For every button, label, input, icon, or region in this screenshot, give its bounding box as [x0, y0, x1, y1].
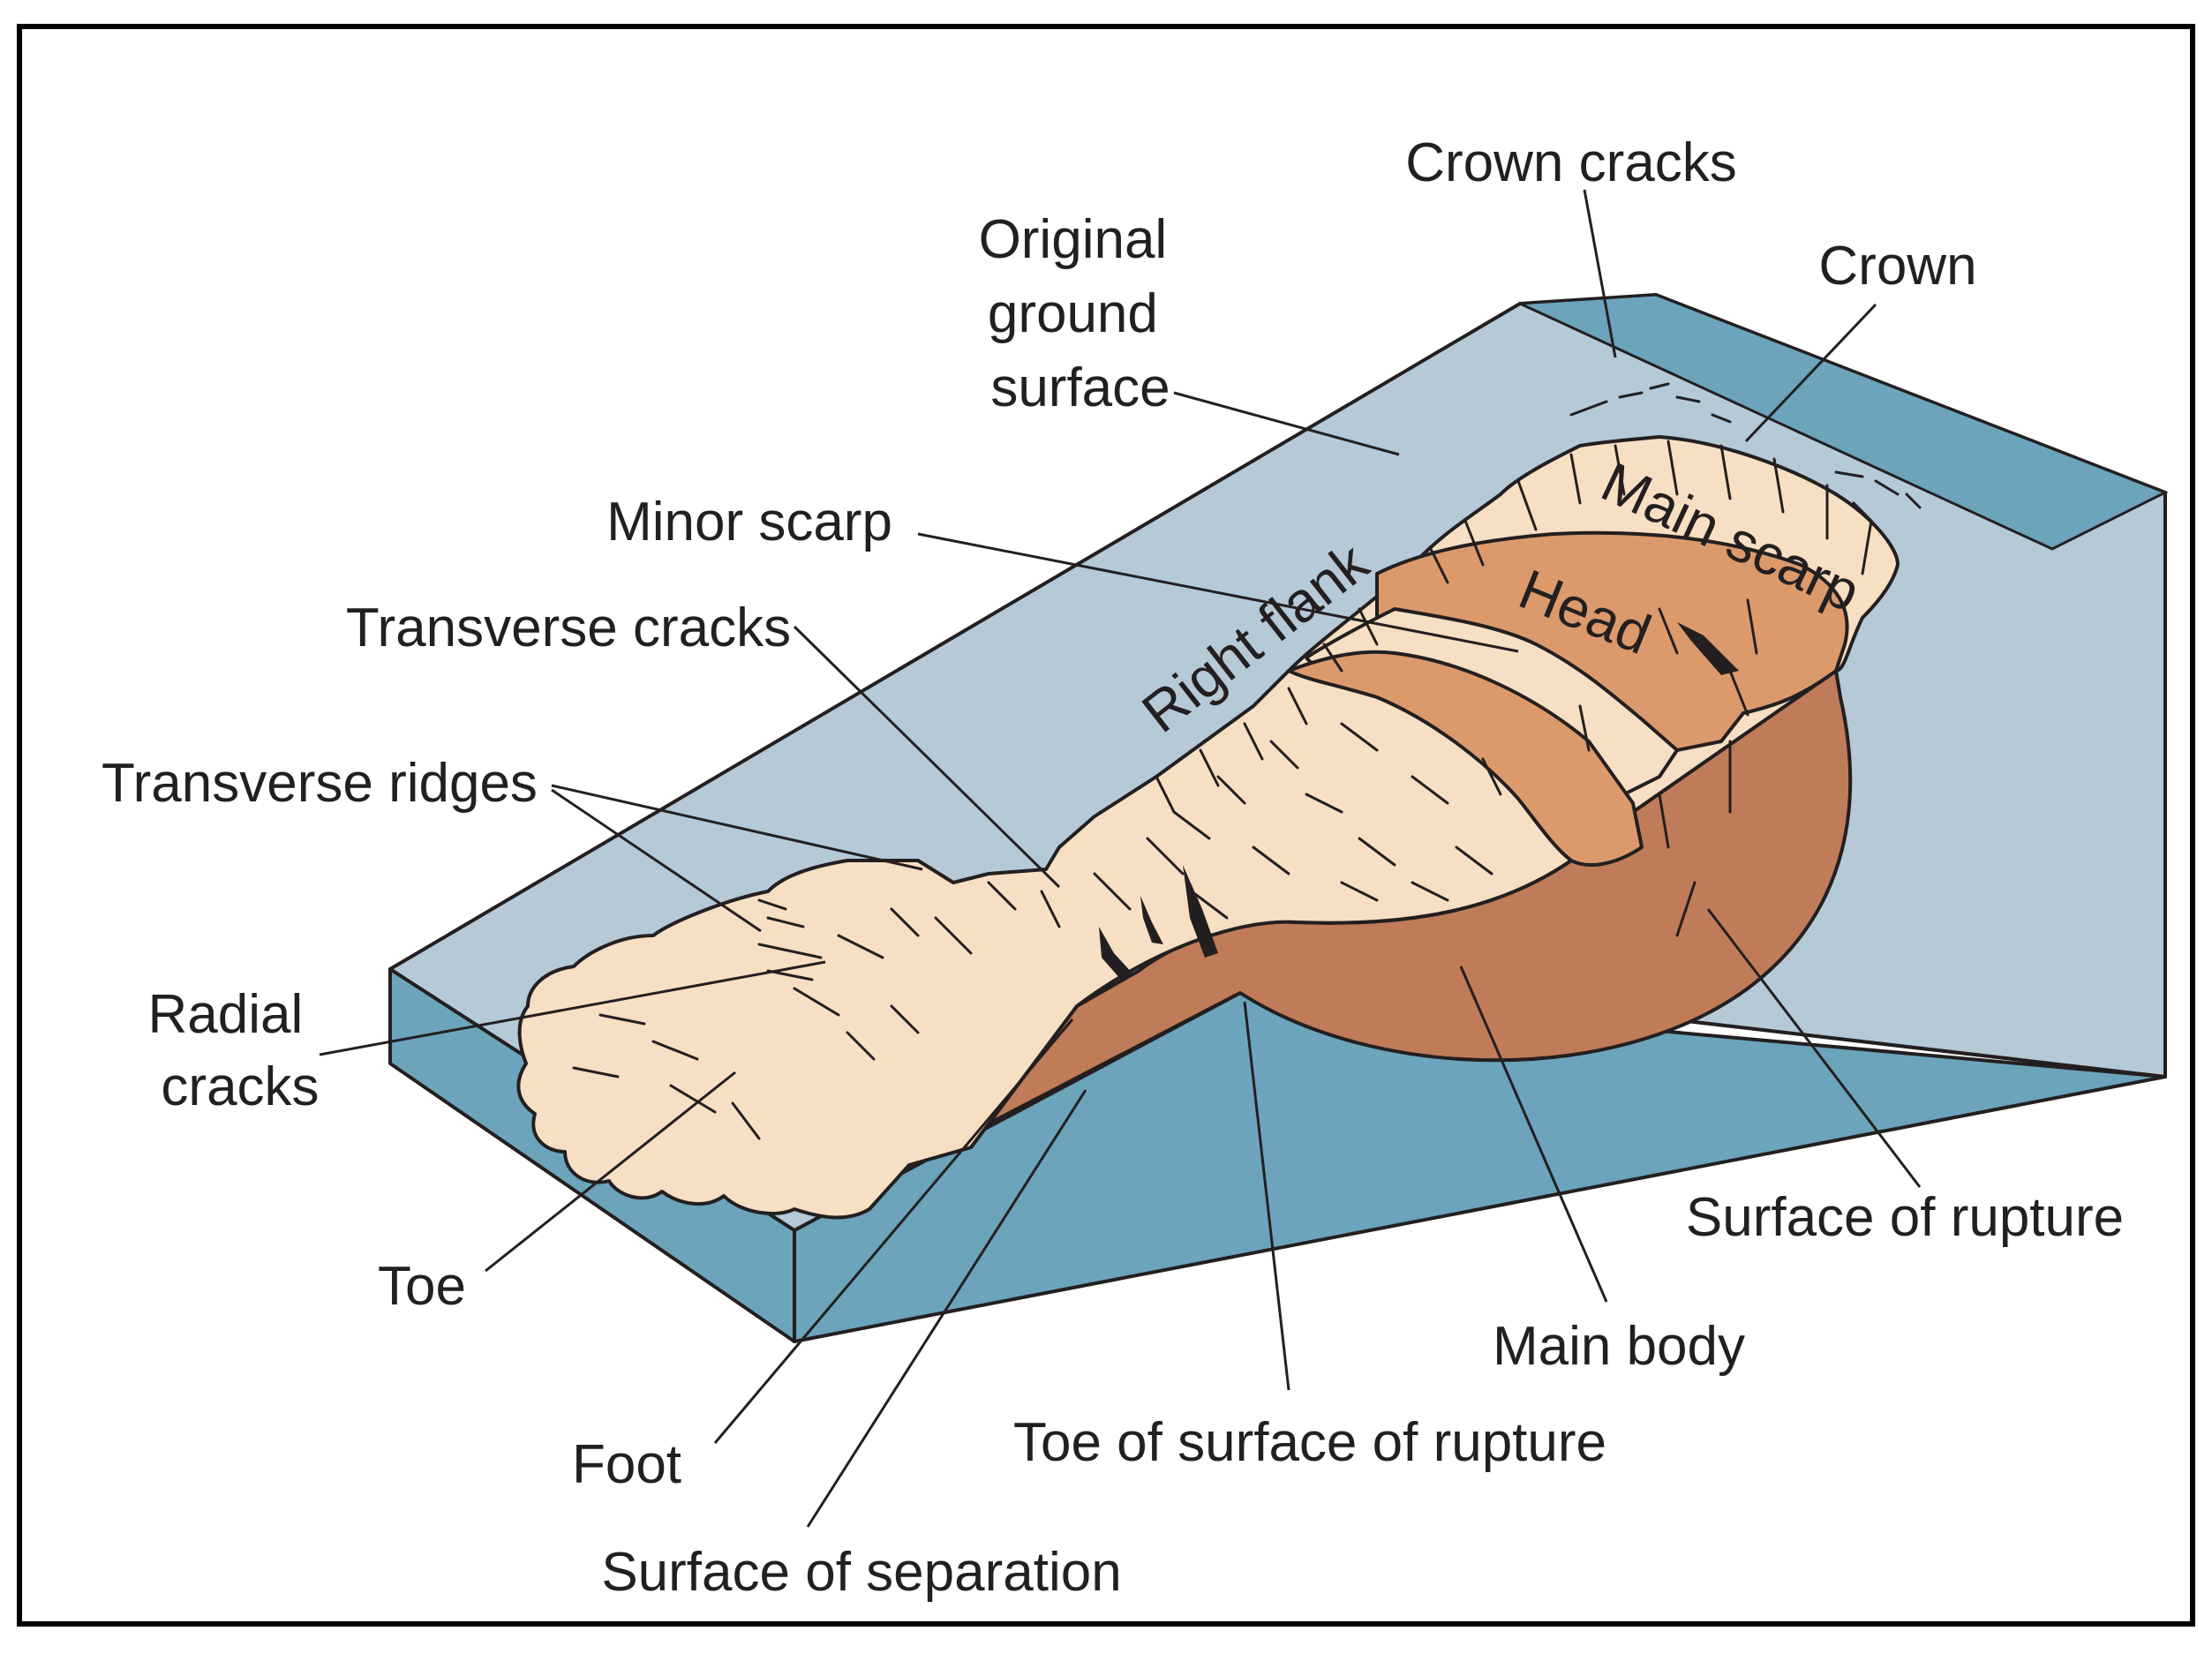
label-crown-cracks: Crown cracks — [1405, 132, 1737, 193]
label-original-ground-line3: surface — [990, 357, 1170, 418]
displaced-material — [516, 669, 1635, 1220]
label-transverse-ridges: Transverse ridges — [102, 753, 538, 814]
leader-foot — [713, 1018, 1074, 1444]
leader-crown-cracks — [1583, 189, 1617, 358]
label-original-ground-surface: Original ground surface — [979, 209, 1183, 418]
leader-toe-rupture — [1243, 1001, 1290, 1391]
leader-toe — [485, 1071, 736, 1273]
label-radial-cracks: Radial cracks — [147, 984, 319, 1117]
leader-transverse-cracks — [793, 625, 1061, 889]
leader-lines — [319, 189, 1922, 1528]
label-minor-scarp: Minor scarp — [606, 492, 892, 552]
slump-block — [1287, 650, 1644, 867]
label-transverse-cracks: Transverse cracks — [346, 598, 791, 658]
label-foot: Foot — [572, 1434, 681, 1495]
crown-crack-marks — [1569, 382, 1922, 522]
scarp-hatching — [1155, 440, 1873, 814]
label-crown: Crown — [1818, 236, 1976, 297]
black-fissures — [1099, 622, 1739, 980]
leader-surface-rupture — [1706, 908, 1922, 1188]
leader-transverse-ridges-2 — [551, 788, 762, 933]
leader-transverse-ridges-1 — [551, 784, 923, 871]
label-original-ground-line2: ground — [988, 283, 1158, 344]
leader-radial-cracks — [319, 960, 826, 1056]
label-toe: Toe — [378, 1256, 466, 1317]
leader-crown — [1744, 303, 1877, 443]
leader-minor-scarp — [917, 532, 1519, 653]
leader-surface-separation — [806, 1089, 1087, 1528]
leader-original-ground — [1173, 391, 1400, 456]
label-radial-line1: Radial — [147, 984, 303, 1045]
label-radial-line2: cracks — [161, 1056, 319, 1117]
label-toe-of-surface-of-rupture: Toe of surface of rupture — [1013, 1412, 1606, 1473]
crown-strip — [1519, 293, 2169, 551]
leader-main-body — [1459, 966, 1608, 1303]
label-surface-of-separation: Surface of separation — [601, 1542, 1121, 1603]
crack-marks — [572, 598, 1758, 1140]
label-main-body: Main body — [1493, 1316, 1745, 1377]
label-surface-of-rupture: Surface of rupture — [1686, 1187, 2124, 1248]
label-original-ground-line1: Original — [979, 209, 1168, 270]
